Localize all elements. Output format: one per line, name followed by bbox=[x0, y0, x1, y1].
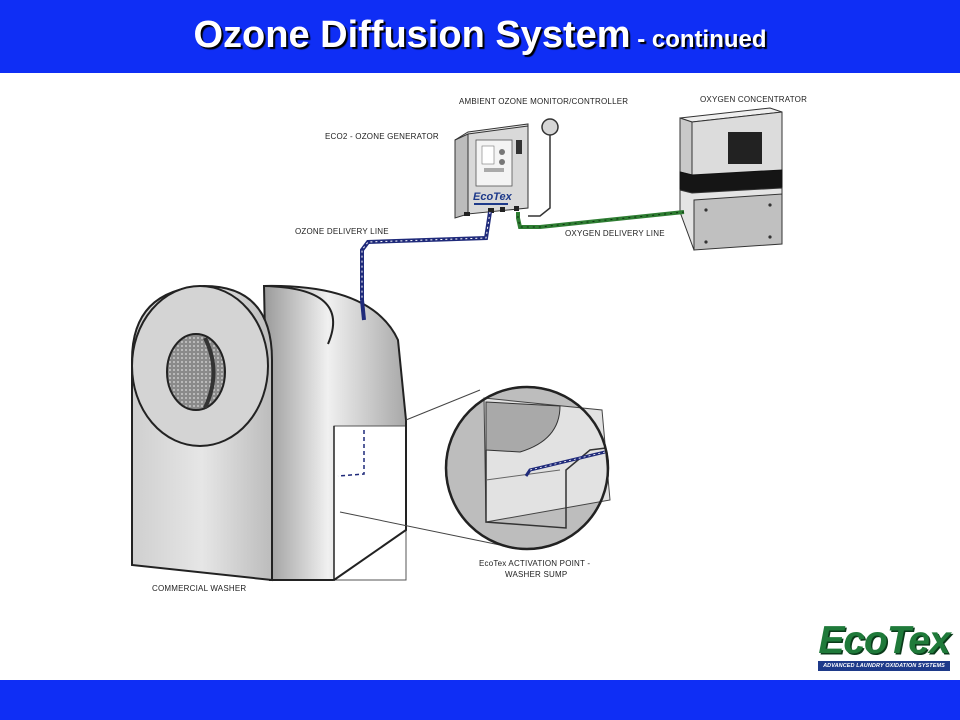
label-commercial-washer: COMMERCIAL WASHER bbox=[152, 584, 246, 593]
ozone-generator: EcoTex bbox=[454, 123, 529, 219]
title-sub: - continued bbox=[630, 26, 767, 53]
oxygen-concentrator bbox=[679, 107, 783, 251]
generator-brand: EcoTex bbox=[473, 191, 513, 203]
page-title: Ozone Diffusion System - continued bbox=[0, 14, 960, 57]
ozone-delivery-line bbox=[360, 211, 492, 300]
concentrator-vent bbox=[728, 132, 762, 164]
washer-door bbox=[166, 333, 226, 411]
label-ozone-generator: ECO2 - OZONE GENERATOR bbox=[325, 132, 439, 141]
label-activation-point-line2: WASHER SUMP bbox=[505, 570, 567, 579]
label-ambient-monitor: AMBIENT OZONE MONITOR/CONTROLLER bbox=[459, 97, 628, 106]
label-ozone-delivery-line: OZONE DELIVERY LINE bbox=[295, 227, 389, 236]
label-oxygen-concentrator: OXYGEN CONCENTRATOR bbox=[700, 95, 807, 104]
commercial-washer bbox=[131, 284, 407, 582]
ambient-ozone-monitor bbox=[528, 118, 559, 217]
ecotex-logo: EcoTex ADVANCED LAUNDRY OXIDATION SYSTEM… bbox=[818, 619, 951, 671]
label-activation-point-line1: EcoTex ACTIVATION POINT - bbox=[479, 559, 590, 568]
washer-sump-cutout bbox=[333, 425, 407, 581]
system-diagram: EcoTex AMBIENT OZONE MONITOR/CO bbox=[131, 95, 807, 593]
activation-point-detail bbox=[444, 385, 611, 551]
label-oxygen-delivery-line: OXYGEN DELIVERY LINE bbox=[565, 229, 665, 238]
footer-bar bbox=[0, 680, 960, 720]
title-main: Ozone Diffusion System bbox=[193, 14, 631, 56]
logo-word: EcoTex bbox=[818, 619, 950, 662]
logo-tagline: ADVANCED LAUNDRY OXIDATION SYSTEMS bbox=[818, 661, 950, 671]
header-bar bbox=[0, 0, 960, 73]
